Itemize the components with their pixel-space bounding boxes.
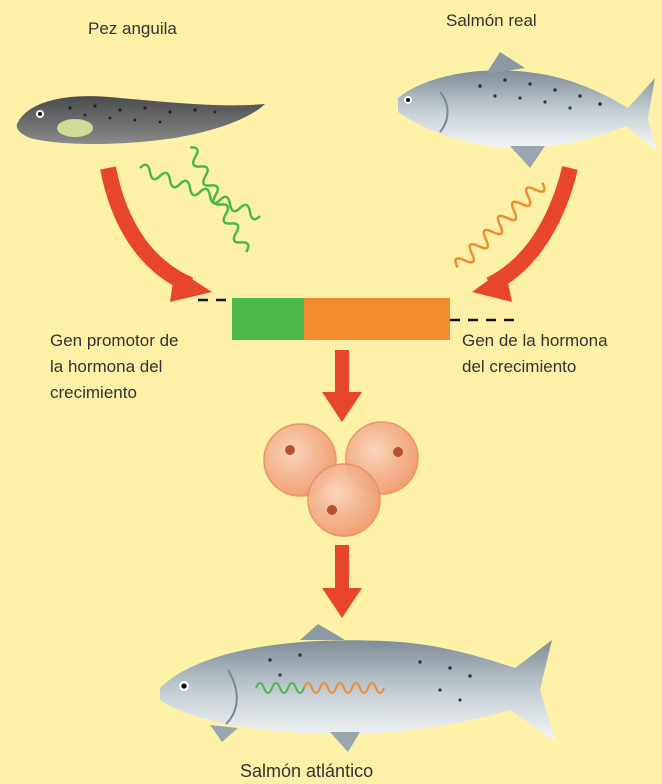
promoter-gene-label: Gen promotor de la hormona del crecimien… bbox=[50, 328, 240, 406]
growth-hormone-gene-label: Gen de la hormona del crecimiento bbox=[462, 328, 662, 380]
arrow-right-to-gene bbox=[472, 168, 570, 302]
atlantic-salmon-fish-illustration bbox=[160, 624, 556, 752]
fertilized-eggs-illustration bbox=[264, 422, 418, 536]
eel-pout-fish-illustration bbox=[17, 96, 265, 144]
promoter-dna-coil-icon bbox=[140, 145, 277, 252]
king-salmon-label: Salmón real bbox=[446, 8, 537, 34]
arrow-left-to-gene bbox=[108, 168, 212, 302]
promoter-gene-segment bbox=[232, 298, 304, 340]
king-salmon-fish-illustration bbox=[398, 52, 656, 168]
arrow-gene-to-eggs bbox=[322, 350, 362, 422]
hormone-gene-segment bbox=[304, 298, 450, 340]
atlantic-salmon-label: Salmón atlántico bbox=[240, 758, 373, 784]
arrow-eggs-to-salmon bbox=[322, 545, 362, 618]
eel-pout-label: Pez anguila bbox=[88, 16, 177, 42]
